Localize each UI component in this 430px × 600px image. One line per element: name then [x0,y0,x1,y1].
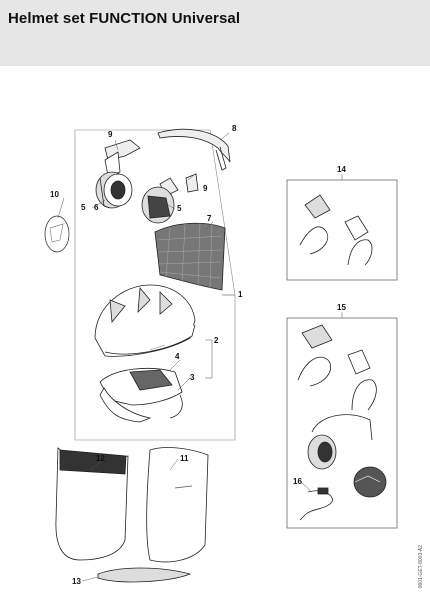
header-bar: Helmet set FUNCTION Universal [0,0,430,66]
chin-strap-part-13 [81,567,192,583]
ear-protector-part [95,139,141,209]
page-title: Helmet set FUNCTION Universal [8,10,241,27]
callout-5b: 5 [177,204,182,213]
drawing-code: 0801-GET-8003-A2 [418,544,424,588]
headband-part [157,128,231,171]
callout-7: 7 [207,214,212,223]
callout-3: 3 [190,373,195,382]
callout-8: 8 [232,124,237,133]
callout-12: 12 [96,454,105,463]
callout-16: 16 [293,477,302,486]
radio-headset-part-15 [307,414,387,498]
mesh-visor-part [154,222,226,291]
callout-2: 2 [214,336,219,345]
callout-10: 10 [50,190,59,199]
kit-box-14 [286,179,398,281]
ear-protector-part-2 [141,173,199,224]
neck-shield-part-11 [146,447,209,563]
callout-13: 13 [72,577,81,586]
callout-4: 4 [175,352,180,361]
callout-6: 6 [94,203,99,212]
harness-part [99,368,183,423]
cable-part-16 [299,487,333,521]
visor-part-10 [44,215,70,253]
adapter-part-14 [299,194,373,266]
callout-5a: 5 [81,203,86,212]
callout-9a: 9 [108,130,113,139]
callout-11: 11 [180,454,189,463]
adapter-part-15 [297,324,377,411]
callout-1: 1 [238,290,243,299]
neck-shield-part-12 [55,447,129,561]
kit-box-15 [286,317,398,529]
callout-15: 15 [337,303,346,312]
callout-14: 14 [337,165,346,174]
callout-9b: 9 [203,184,208,193]
helmet-shell-part [94,284,196,357]
